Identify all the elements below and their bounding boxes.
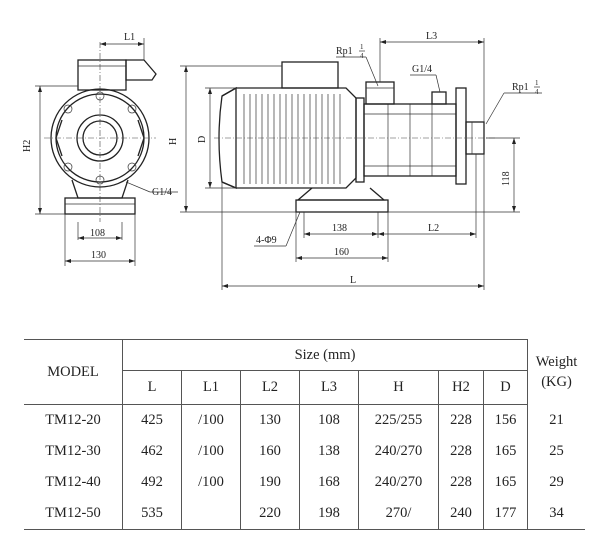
cell-L: 535 <box>122 498 182 530</box>
pump-dimension-drawing: L1 H2 G1/4 108 130 <box>22 31 542 290</box>
model-cell: TM12-30 <box>24 436 123 467</box>
cell-weight: 21 <box>527 404 585 436</box>
table-row: TM12-50 535 220 198 270/ 240 177 34 <box>24 498 585 530</box>
cell-H2: 240 <box>438 498 484 530</box>
dim-L3: L3 <box>426 31 437 42</box>
model-cell: TM12-40 <box>24 467 123 498</box>
model-cell: TM12-50 <box>24 498 123 530</box>
model-cell: TM12-20 <box>24 404 123 436</box>
weight-header-line1: Weight <box>535 354 578 370</box>
label-G1-4-front: G1/4 <box>152 187 172 198</box>
cell-L: 462 <box>141 443 163 459</box>
cell-D: 177 <box>483 498 528 530</box>
col-header-L: L <box>122 370 182 405</box>
dim-118: 118 <box>501 171 512 186</box>
table-row: TM12-20 425 /100 130 108 225/255 228 156… <box>24 404 585 436</box>
cell-weight: 25 <box>527 436 585 467</box>
weight-header-line2: (KG) <box>541 374 572 390</box>
cell-L: 492 <box>141 474 163 490</box>
cell-D: 165 <box>483 467 528 498</box>
col-header-L1: L1 <box>181 370 241 405</box>
cell-L1: /100 <box>181 436 241 467</box>
cell-L3: 198 <box>299 498 359 530</box>
cell-weight: 29 <box>527 467 585 498</box>
col-header-L2: L2 <box>240 370 300 405</box>
front-view: L1 H2 G1/4 108 130 <box>22 32 178 266</box>
label-4-holes: 4-Φ9 <box>256 235 277 246</box>
cell-L3: 138 <box>299 436 359 467</box>
side-view: H D L3 Rp1 1 4 G1/4 Rp1 1 4 <box>168 31 542 290</box>
dim-108: 108 <box>90 228 105 239</box>
table-row: TM12-30 462 /100 160 138 240/270 228 165… <box>24 436 585 467</box>
label-Rp-inlet-den: 4 <box>360 52 364 60</box>
label-Rp-outlet-den: 4 <box>535 88 539 96</box>
col-header-H2: H2 <box>438 370 484 405</box>
label-Rp-inlet-num: 1 <box>360 43 364 51</box>
dim-L: L <box>350 275 356 286</box>
col-header-L3: L3 <box>299 370 359 405</box>
cell-L2: 160 <box>240 436 300 467</box>
dim-L1-front: L1 <box>124 32 135 43</box>
table-row: TM12-40 492 /100 190 168 240/270 228 165… <box>24 467 585 498</box>
cell-L1: /100 <box>181 404 241 436</box>
cell-L1 <box>181 498 241 530</box>
cell-L1: /100 <box>181 467 241 498</box>
cell-L2: 190 <box>240 467 300 498</box>
cell-H: 240/270 <box>358 436 439 467</box>
cell-H2: 228 <box>438 467 484 498</box>
cell-H2: 228 <box>438 436 484 467</box>
weight-header: Weight (KG) <box>527 339 585 405</box>
dim-D: D <box>197 136 208 143</box>
motor-fins <box>243 94 341 184</box>
label-Rp-inlet: Rp1 <box>336 46 353 57</box>
size-header: Size (mm) <box>122 339 528 371</box>
model-header: MODEL <box>24 339 123 405</box>
cell-H: 225/255 <box>358 404 439 436</box>
dim-160: 160 <box>334 247 349 258</box>
cell-H: 270/ <box>358 498 439 530</box>
cell-D: 156 <box>483 404 528 436</box>
dim-H: H <box>168 138 179 145</box>
cell-D: 165 <box>483 436 528 467</box>
label-G1-4-side: G1/4 <box>412 64 432 75</box>
dim-130: 130 <box>91 250 106 261</box>
dim-L2: L2 <box>428 223 439 234</box>
dimensions-table: MODEL Size (mm) Weight (KG) L L1 L2 L3 H… <box>24 339 585 530</box>
col-header-H: H <box>358 370 439 405</box>
cell-weight: 34 <box>527 498 585 530</box>
cell-L2: 130 <box>240 404 300 436</box>
cell-H: 240/270 <box>358 467 439 498</box>
label-Rp-outlet-num: 1 <box>535 79 539 87</box>
col-header-D: D <box>483 370 528 405</box>
cell-L2: 220 <box>240 498 300 530</box>
dim-H2: H2 <box>22 140 33 152</box>
cell-L: 425 <box>141 412 163 428</box>
cell-L3: 168 <box>299 467 359 498</box>
dim-138: 138 <box>332 223 347 234</box>
label-Rp-outlet: Rp1 <box>512 82 529 93</box>
cell-L3: 108 <box>299 404 359 436</box>
cell-H2: 228 <box>438 404 484 436</box>
